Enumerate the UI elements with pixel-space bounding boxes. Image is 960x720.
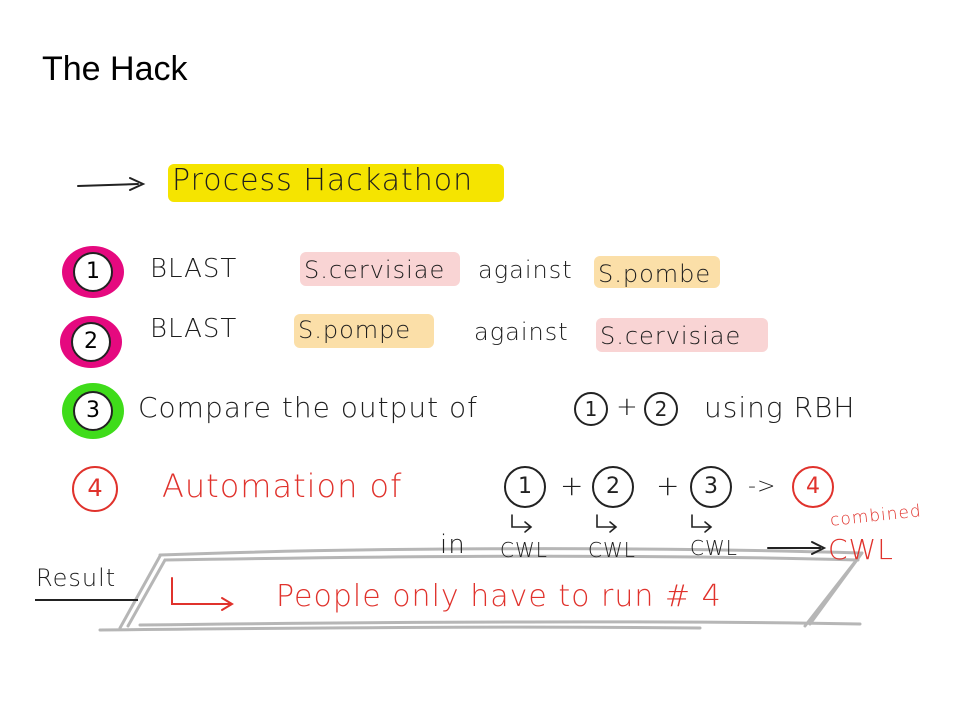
step-2-object-highlight [596, 318, 768, 352]
slide-title: The Hack [42, 50, 188, 88]
result-label: Result [36, 564, 117, 592]
step-1-conj: against [478, 256, 573, 284]
step-1-number: 1 [73, 252, 113, 292]
automation-ref-2: 2 [592, 466, 634, 508]
automation-plus-1: + [560, 469, 585, 502]
step-3-ref-2: 2 [644, 392, 678, 426]
automation-plus-2: + [656, 469, 681, 502]
step-3-ref-1: 1 [574, 392, 608, 426]
cwl-label-2: CWL [588, 538, 636, 562]
step-3-number: 3 [73, 391, 113, 431]
step-2-subject: S.pompe [298, 316, 412, 344]
automation-result-ref: 4 [792, 466, 834, 508]
cwl-hook-arrows [511, 514, 713, 533]
step-1-subject-highlight [300, 252, 460, 286]
automation-ref-1: 1 [504, 466, 546, 508]
automation-ref-3: 3 [690, 466, 732, 508]
cwl-label-1: CWL [500, 538, 548, 562]
step-1-verb: BLAST [150, 254, 238, 284]
cwl-label-3: CWL [690, 536, 738, 560]
step-2-object: S.cervisiae [600, 322, 742, 350]
automation-label: Automation of [162, 467, 403, 505]
step-3-text-b: using RBH [704, 391, 856, 424]
heading-arrow-icon [77, 177, 146, 191]
automation-number: 4 [72, 466, 118, 512]
heading-label: Process Hackathon [172, 163, 474, 198]
heading-highlight [168, 164, 504, 202]
step-1-object-highlight [594, 256, 720, 288]
step-2-number: 2 [71, 322, 111, 362]
result-text: People only have to run # 4 [276, 579, 722, 614]
step-2-conj: against [474, 318, 569, 346]
step-3-text-a: Compare the output of [138, 391, 479, 424]
combined-cwl-label: CWL [828, 533, 894, 566]
step-3-plus: + [616, 392, 639, 422]
step-1-subject: S.cervisiae [304, 256, 446, 284]
step-2-subject-highlight [294, 314, 434, 348]
step-1-object: S.pombe [598, 260, 712, 288]
result-box [98, 547, 864, 632]
automation-arrow: -> [748, 474, 777, 499]
automation-in-label: in [440, 530, 466, 560]
result-hook-arrow-icon [171, 577, 234, 611]
step-2-verb: BLAST [150, 314, 238, 344]
combined-arrow-icon [767, 541, 827, 555]
